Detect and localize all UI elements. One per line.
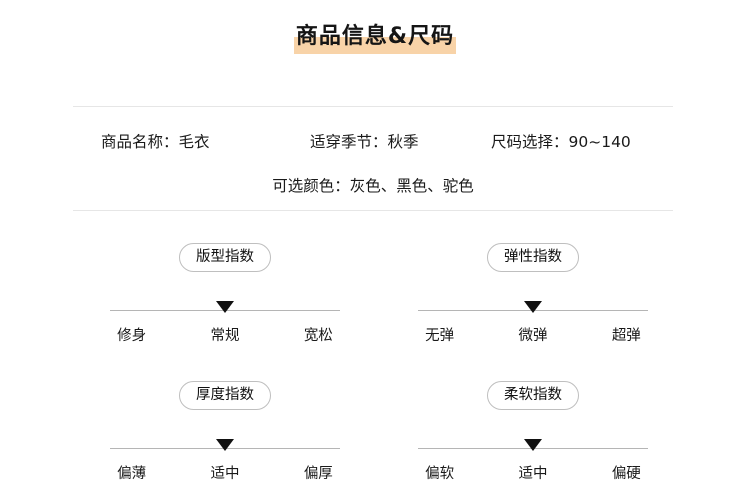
index-pill-row: 厚度指数 [85,381,365,411]
index-block-fit: 版型指数 修身 常规 宽松 [85,243,365,346]
page-title: 商品信息&尺码 [293,22,457,54]
index-scale-thickness[interactable] [85,436,365,451]
scale-marker-triangle-icon [524,439,542,451]
scale-option: 无弹 [425,328,455,344]
index-pill-row: 弹性指数 [393,243,673,273]
scale-marker-triangle-icon [524,301,542,313]
index-scale-softness[interactable] [393,436,673,451]
index-scale-fit[interactable] [85,298,365,313]
index-scale-labels-elasticity: 无弹 微弹 超弹 [393,326,673,346]
scale-marker-triangle-icon [216,301,234,313]
scale-option: 适中 [210,466,240,482]
index-scale-labels-thickness: 偏薄 适中 偏厚 [85,464,365,484]
scale-option: 偏软 [425,466,455,482]
product-name-field: 商品名称：毛衣 [101,133,210,151]
index-pill-row: 柔软指数 [393,381,673,411]
scale-option: 常规 [210,328,240,344]
index-block-elasticity: 弹性指数 无弹 微弹 超弹 [393,243,673,346]
divider-bottom [73,210,673,211]
index-label-fit: 版型指数 [179,243,271,272]
scale-option: 偏硬 [611,466,641,482]
scale-option: 修身 [117,328,147,344]
available-colors-field: 可选颜色：灰色、黑色、驼色 [272,177,474,195]
index-scale-labels-fit: 修身 常规 宽松 [85,326,365,346]
scale-option: 偏厚 [303,466,333,482]
scale-option: 宽松 [303,328,333,344]
product-info-row-primary: 商品名称：毛衣 适穿季节：秋季 尺码选择：90~140 [73,129,673,155]
scale-option: 偏薄 [117,466,147,482]
scale-option: 超弹 [611,328,641,344]
index-scale-elasticity[interactable] [393,298,673,313]
index-scale-labels-softness: 偏软 适中 偏硬 [393,464,673,484]
page-title-container: 商品信息&尺码 [0,22,750,54]
product-info-row-colors: 可选颜色：灰色、黑色、驼色 [73,173,673,199]
divider-top [73,106,673,107]
scale-option: 适中 [518,466,548,482]
size-range-field: 尺码选择：90~140 [491,133,631,151]
scale-marker-triangle-icon [216,439,234,451]
index-block-thickness: 厚度指数 偏薄 适中 偏厚 [85,381,365,484]
season-field: 适穿季节：秋季 [310,133,419,151]
index-label-elasticity: 弹性指数 [487,243,579,272]
title-highlight-band [293,37,457,54]
page-title-text: 商品信息&尺码 [295,24,455,49]
scale-option: 微弹 [518,328,548,344]
index-label-thickness: 厚度指数 [179,381,271,410]
index-block-softness: 柔软指数 偏软 适中 偏硬 [393,381,673,484]
index-label-softness: 柔软指数 [487,381,579,410]
index-pill-row: 版型指数 [85,243,365,273]
